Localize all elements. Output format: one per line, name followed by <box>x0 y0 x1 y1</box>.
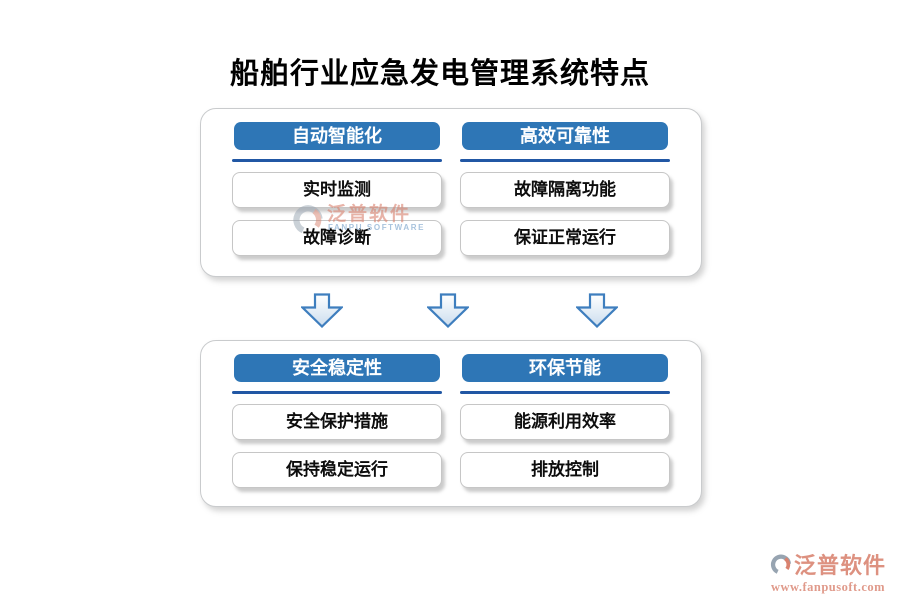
feature-item: 排放控制 <box>460 452 670 488</box>
down-arrow-icon <box>427 293 469 328</box>
header-underline <box>232 391 442 394</box>
category-header: 高效可靠性 <box>462 122 668 150</box>
feature-item: 故障隔离功能 <box>460 172 670 208</box>
header-underline <box>460 159 670 162</box>
down-arrow-icon <box>576 293 618 328</box>
category-header: 环保节能 <box>462 354 668 382</box>
feature-item: 实时监测 <box>232 172 442 208</box>
page-title: 船舶行业应急发电管理系统特点 <box>229 58 650 90</box>
feature-item: 故障诊断 <box>232 220 442 256</box>
header-underline <box>232 159 442 162</box>
category-header: 自动智能化 <box>234 122 440 150</box>
feature-panel-bottom: 安全稳定性 安全保护措施 保持稳定运行 环保节能 能源利用效率 排放控制 <box>200 340 702 507</box>
fanpu-logo-icon <box>770 554 792 575</box>
feature-item: 保证正常运行 <box>460 220 670 256</box>
header-underline <box>460 391 670 394</box>
category-column: 高效可靠性 故障隔离功能 保证正常运行 <box>460 109 670 276</box>
watermark-url-text: www.fanpusoft.com <box>770 580 886 594</box>
watermark-brand-text: 泛普软件 <box>793 553 886 578</box>
feature-item: 能源利用效率 <box>460 404 670 440</box>
watermark-corner: 泛普软件 www.fanpusoft.com <box>762 548 894 595</box>
feature-panel-top: 自动智能化 实时监测 故障诊断 高效可靠性 故障隔离功能 保证正常运行 <box>200 108 702 277</box>
category-header: 安全稳定性 <box>234 354 440 382</box>
feature-item: 保持稳定运行 <box>232 452 442 488</box>
feature-item: 安全保护措施 <box>232 404 442 440</box>
category-column: 环保节能 能源利用效率 排放控制 <box>460 341 670 506</box>
category-column: 自动智能化 实时监测 故障诊断 <box>232 109 442 276</box>
down-arrow-icon <box>301 293 343 328</box>
category-column: 安全稳定性 安全保护措施 保持稳定运行 <box>232 341 442 506</box>
